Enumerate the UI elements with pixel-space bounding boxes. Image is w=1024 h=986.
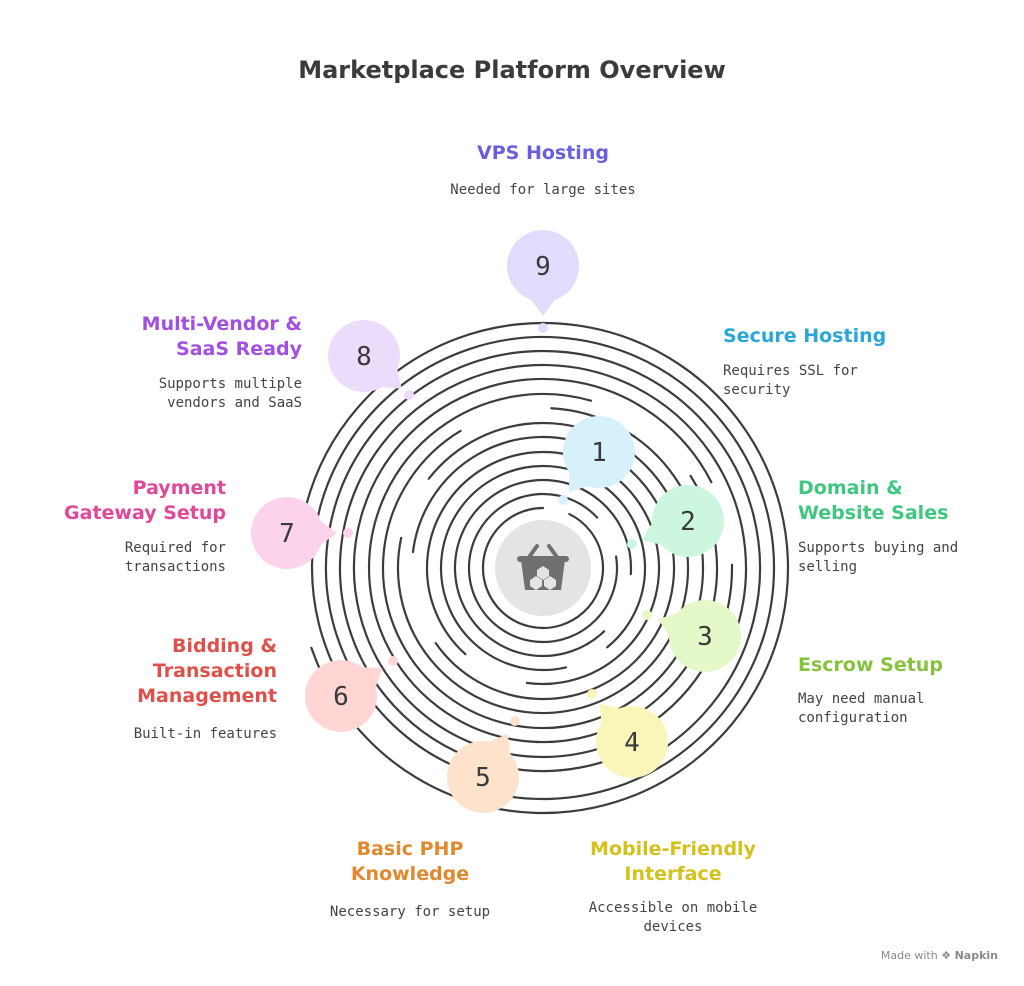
step-2-bubble-circle <box>652 485 724 557</box>
spiral-ring-12 <box>324 349 762 775</box>
step-9-bubble-tail <box>529 297 557 316</box>
step-2-bubble: 2 <box>627 485 724 557</box>
step-8-number: 8 <box>356 342 372 372</box>
step-6-number: 6 <box>333 682 349 712</box>
watermark: Made with ❖ Napkin <box>881 949 998 962</box>
step-7-marker-dot <box>343 528 353 538</box>
step-2-number: 2 <box>680 507 696 537</box>
step-3-bubble: 3 <box>642 600 741 672</box>
step-5-description: Necessary for setup <box>329 904 491 920</box>
step-9-marker-dot <box>538 323 548 333</box>
step-5-bubble-circle <box>447 741 519 813</box>
step-8-description: Supports multiple vendors and SaaS <box>158 376 302 411</box>
step-6-title: Bidding & Transaction Management <box>137 635 277 707</box>
step-4-bubble: 4 <box>587 689 668 778</box>
step-3-marker-dot <box>642 610 652 620</box>
spiral-ring-13 <box>310 335 776 801</box>
step-4-marker-dot <box>587 689 597 699</box>
step-6-description: Built-in features <box>133 726 277 742</box>
spiral-ring-2 <box>467 492 619 644</box>
step-1-description: Requires SSL for security <box>723 363 858 398</box>
step-6-bubble-circle <box>305 660 377 732</box>
step-2-marker-dot <box>627 539 637 549</box>
step-9-title: VPS Hosting <box>477 142 609 164</box>
step-7-description: Required for transactions <box>124 540 226 575</box>
step-3-title: Escrow Setup <box>798 654 943 676</box>
step-4-number: 4 <box>624 728 640 758</box>
step-2-title: Domain & Website Sales <box>798 477 949 524</box>
step-6-marker-dot <box>388 656 398 666</box>
step-4-title: Mobile-Friendly Interface <box>590 838 756 885</box>
step-7-bubble-circle <box>251 497 323 569</box>
step-1-bubble-circle <box>563 416 635 488</box>
step-3-description: May need manual configuration <box>798 691 925 726</box>
step-1-title: Secure Hosting <box>723 325 887 347</box>
step-8-bubble-circle <box>328 320 400 392</box>
step-1-number: 1 <box>591 438 607 468</box>
step-8-bubble: 8 <box>328 320 414 400</box>
spiral-ring-3 <box>453 478 633 658</box>
step-2-description: Supports buying and selling <box>798 540 959 575</box>
step-9-number: 9 <box>535 252 551 282</box>
step-3-bubble-circle <box>669 600 741 672</box>
step-7-title: Payment Gateway Setup <box>64 477 226 524</box>
shopping-basket-icon <box>517 544 569 590</box>
step-1-bubble: 1 <box>558 416 635 505</box>
step-3-number: 3 <box>697 622 713 652</box>
spiral-ring-8 <box>381 407 705 730</box>
step-4-bubble-circle <box>596 706 668 778</box>
watermark-prefix: Made with <box>880 949 938 962</box>
step-9-bubble: 9 <box>507 230 579 333</box>
step-5-title: Basic PHP Knowledge <box>350 838 470 885</box>
step-1-marker-dot <box>558 495 568 505</box>
spiral-ring-4 <box>439 464 647 672</box>
napkin-logo-icon: ❖ <box>941 949 952 962</box>
page-title: Marketplace Platform Overview <box>298 56 726 84</box>
step-7-number: 7 <box>279 519 295 549</box>
step-5-marker-dot <box>510 716 520 726</box>
step-6-bubble: 6 <box>305 656 398 732</box>
step-5-number: 5 <box>475 763 491 793</box>
spiral-ring-1 <box>481 506 605 630</box>
step-7-bubble-tail <box>318 519 337 547</box>
watermark-brand: Napkin <box>954 949 998 962</box>
step-9-bubble-circle <box>507 230 579 302</box>
step-8-marker-dot <box>404 390 414 400</box>
step-5-bubble: 5 <box>447 716 520 813</box>
step-9-description: Needed for large sites <box>450 182 636 198</box>
step-4-description: Accessible on mobile devices <box>588 900 758 935</box>
step-7-bubble: 7 <box>251 497 353 569</box>
step-8-title: Multi-Vendor & SaaS Ready <box>141 313 302 360</box>
